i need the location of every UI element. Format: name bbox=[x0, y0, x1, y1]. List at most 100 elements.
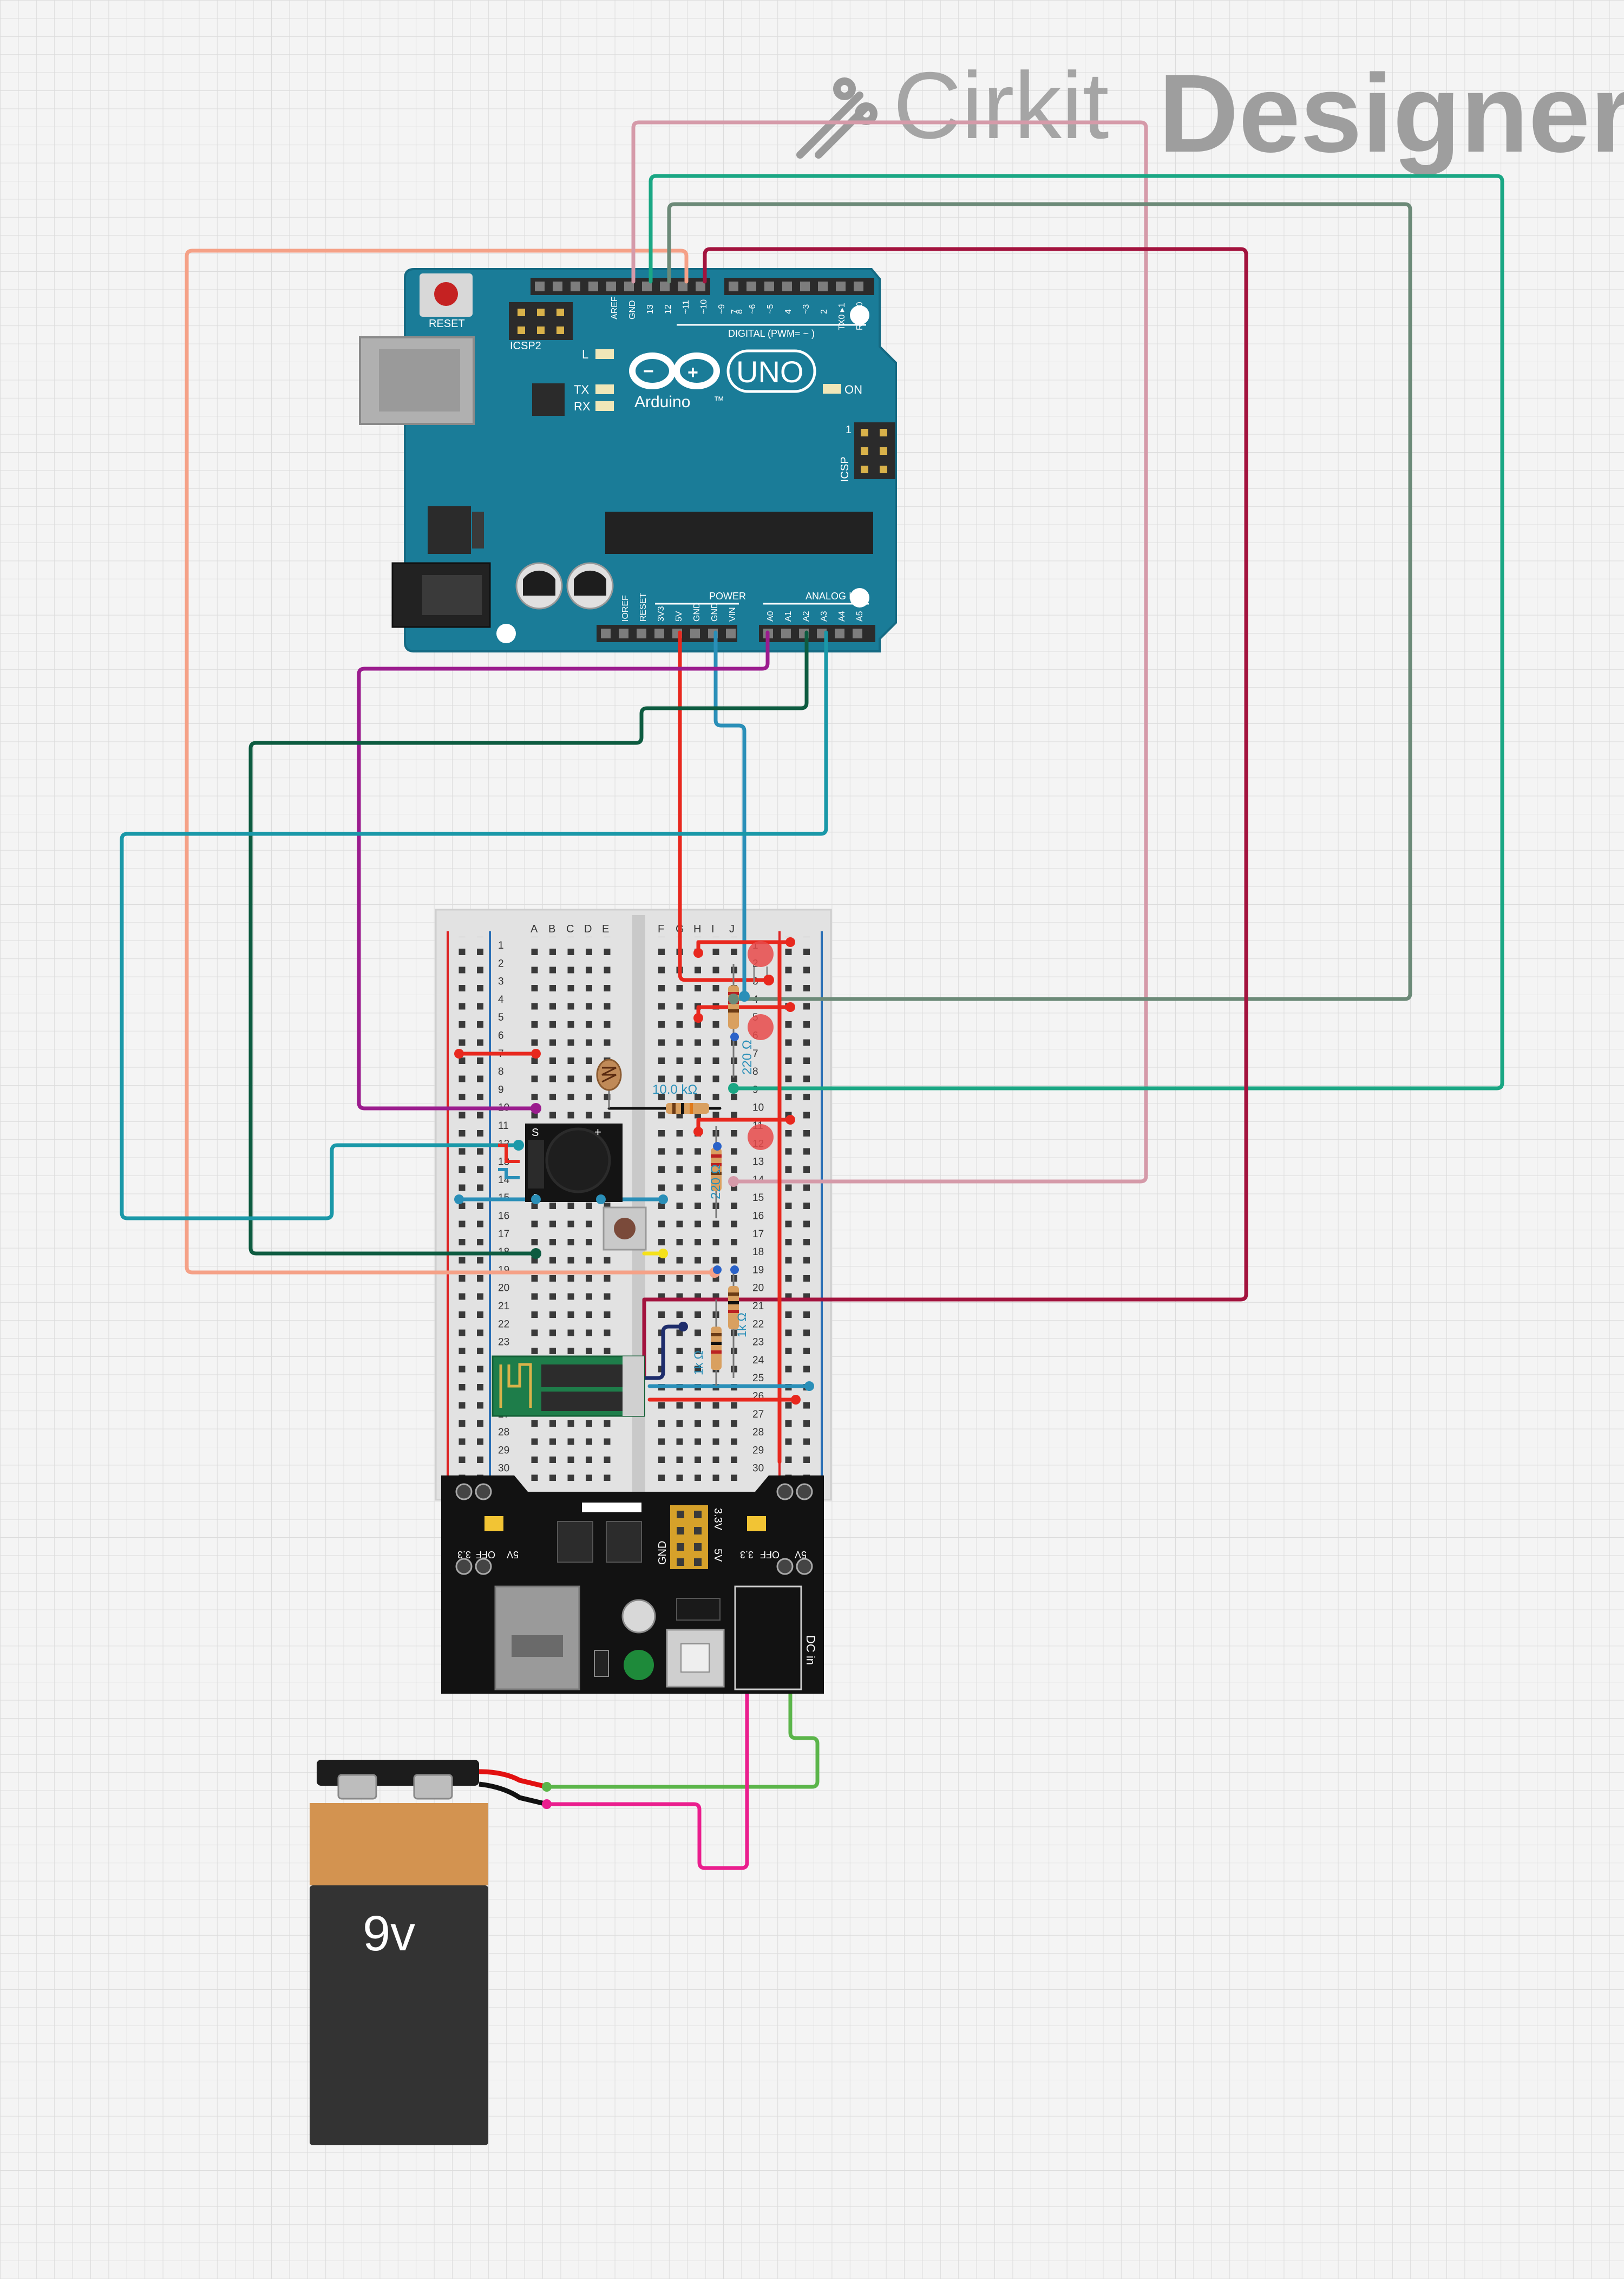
svg-text:D: D bbox=[584, 923, 592, 935]
analog-pin-labels: A0 A1 A2 A3 A4 A5 bbox=[766, 611, 865, 622]
uno-badge bbox=[726, 349, 816, 393]
arduino-pcb bbox=[404, 268, 897, 652]
svg-text:A5: A5 bbox=[855, 611, 865, 622]
led-tx bbox=[595, 384, 614, 394]
wire-red-5v[interactable] bbox=[678, 630, 771, 982]
resistor-led3-label: 220 Ω bbox=[709, 1164, 723, 1199]
row-number-left: 20 bbox=[498, 1283, 509, 1294]
svg-text:A1: A1 bbox=[784, 611, 793, 622]
row-number-left: 5 bbox=[498, 1012, 504, 1023]
cirkit-logo-icon bbox=[796, 77, 878, 159]
svg-text:4: 4 bbox=[784, 309, 793, 314]
power-led-icon bbox=[621, 1599, 656, 1634]
svg-text:A3: A3 bbox=[820, 611, 829, 622]
svg-text:3.3: 3.3 bbox=[740, 1549, 754, 1560]
icsp-pin1-label: 1 bbox=[846, 424, 852, 436]
row-number-right: 13 bbox=[752, 1157, 764, 1168]
svg-text:TX0 ▸1: TX0 ▸1 bbox=[837, 303, 847, 330]
row-number-right: 7 bbox=[752, 1048, 758, 1060]
capacitor-2 bbox=[566, 562, 614, 610]
svg-text:12: 12 bbox=[664, 304, 673, 314]
svg-text:A0: A0 bbox=[766, 611, 775, 622]
row-number-left: 1 bbox=[498, 940, 504, 951]
wire-teal-pin11[interactable] bbox=[649, 174, 1504, 1090]
wire-blue-gnd[interactable] bbox=[713, 630, 746, 998]
resistor-led3[interactable] bbox=[711, 1126, 722, 1218]
small-switch[interactable] bbox=[594, 1650, 609, 1677]
led-l-label: L bbox=[582, 348, 588, 361]
svg-text:RESET: RESET bbox=[639, 592, 648, 622]
jumper-left[interactable] bbox=[484, 1516, 503, 1531]
reset-button-cap[interactable] bbox=[434, 282, 458, 306]
wire-navy-module[interactable] bbox=[641, 1324, 685, 1380]
power-pin-labels: IOREF RESET 3V3 5V GND GND VIN bbox=[621, 592, 737, 622]
row-number-left: 9 bbox=[498, 1084, 504, 1095]
wire-green-battery[interactable] bbox=[545, 1682, 820, 1789]
wire-red-buzzer[interactable] bbox=[498, 1144, 520, 1163]
row-number-left: 30 bbox=[498, 1463, 509, 1474]
svg-text:−: − bbox=[643, 361, 654, 382]
resistor-divider-2[interactable] bbox=[711, 1300, 722, 1386]
wire-blue-buzzer-gnd[interactable] bbox=[498, 1168, 520, 1179]
svg-text:C: C bbox=[566, 923, 574, 935]
regulator-1 bbox=[557, 1521, 593, 1563]
svg-text:H: H bbox=[693, 923, 701, 935]
svg-text:A4: A4 bbox=[837, 611, 847, 622]
wireless-module[interactable] bbox=[492, 1355, 645, 1417]
resistor-ldr[interactable] bbox=[666, 1103, 709, 1114]
wire-rose-pin13[interactable] bbox=[631, 120, 1148, 1184]
arduino-uno-board[interactable]: RESET ICSP2 ICSP 1 L TX RX ON bbox=[359, 268, 897, 652]
led-rx bbox=[595, 401, 614, 411]
row-number-left: 23 bbox=[498, 1337, 509, 1348]
wire-darkgreen-a1[interactable] bbox=[248, 630, 809, 1256]
wire-cyan-a2[interactable] bbox=[120, 630, 828, 1220]
row-number-right: 21 bbox=[752, 1301, 764, 1312]
brand-designer: Designer bbox=[1158, 51, 1624, 175]
led-red-2[interactable] bbox=[748, 1014, 774, 1040]
svg-text:~6: ~6 bbox=[748, 304, 757, 314]
indicator-led bbox=[624, 1650, 654, 1680]
row-number-right: 23 bbox=[752, 1337, 764, 1348]
uno-label: UNO bbox=[736, 355, 803, 389]
svg-text:B: B bbox=[548, 923, 555, 935]
wire-magenta-battery[interactable] bbox=[545, 1682, 749, 1870]
wire-crimson-pin8[interactable] bbox=[642, 247, 1248, 1377]
svg-text:5V: 5V bbox=[507, 1549, 519, 1560]
row-number-right: 25 bbox=[752, 1373, 764, 1384]
brand-cirkit: Cirkit bbox=[893, 53, 1109, 159]
resistor-divider-2-label: 1k Ω bbox=[735, 1312, 749, 1337]
usb-chip bbox=[532, 383, 565, 416]
led-red-3[interactable] bbox=[748, 1124, 774, 1150]
battery-9v[interactable]: 9v bbox=[310, 1760, 488, 2145]
svg-text:2: 2 bbox=[820, 309, 829, 314]
digital-label: DIGITAL (PWM= ~ ) bbox=[728, 328, 815, 339]
buzzer-icon bbox=[545, 1127, 611, 1193]
row-number-left: 4 bbox=[498, 994, 504, 1005]
wire-salmon-pin12[interactable] bbox=[185, 249, 717, 1275]
battery-terminal-2 bbox=[413, 1774, 453, 1800]
row-number-right: 19 bbox=[752, 1264, 764, 1276]
svg-text:5V: 5V bbox=[675, 611, 684, 622]
svg-text:~5: ~5 bbox=[766, 304, 775, 314]
row-number-left: 16 bbox=[498, 1211, 509, 1222]
wire-sage-pin10[interactable] bbox=[667, 202, 1412, 1001]
push-button[interactable] bbox=[603, 1206, 647, 1251]
row-number-left: 8 bbox=[498, 1066, 504, 1078]
wire-purple-a0[interactable] bbox=[357, 630, 770, 1111]
led-on bbox=[823, 384, 841, 394]
icsp2-label: ICSP2 bbox=[510, 340, 541, 352]
jumper-right[interactable] bbox=[747, 1516, 766, 1531]
buzzer-module[interactable]: S + - bbox=[525, 1124, 623, 1202]
photoresistor[interactable] bbox=[596, 1059, 622, 1108]
icsp2-header bbox=[509, 302, 573, 340]
svg-text:5V: 5V bbox=[795, 1549, 807, 1560]
buzzer-s-label: S bbox=[532, 1127, 539, 1139]
breadboard-power-module[interactable]: 5V OFF 3.3 3.3 OFF 5V 3.3V 5V GND bbox=[441, 1475, 824, 1694]
svg-text:8: 8 bbox=[735, 309, 744, 314]
resistor-divider-1[interactable] bbox=[728, 1270, 739, 1378]
row-number-left: 22 bbox=[498, 1318, 509, 1330]
svg-text:RX0 ◂0: RX0 ◂0 bbox=[855, 302, 865, 330]
buzzer-plus-label: + bbox=[594, 1125, 601, 1139]
battery-top bbox=[310, 1803, 488, 1885]
dc-in-jack[interactable] bbox=[734, 1585, 802, 1690]
